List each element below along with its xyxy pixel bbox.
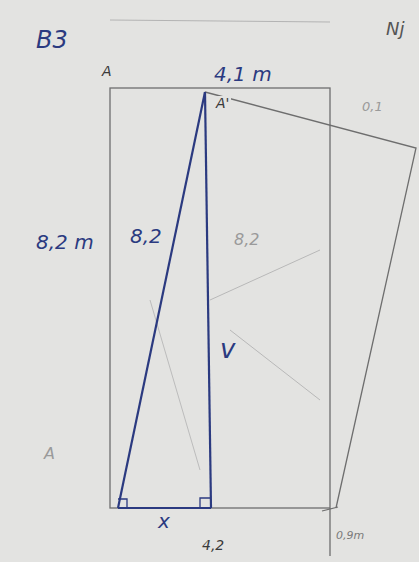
faint-line (230, 330, 320, 400)
base-line (118, 507, 211, 509)
dimension: 4,1 m (212, 64, 274, 85)
dimension: 0,9m (334, 530, 366, 542)
corner-note: Nj (384, 20, 406, 39)
height-line (205, 92, 211, 508)
dimension: 8,2 (128, 226, 164, 247)
faint-line (150, 300, 200, 470)
right-angle-mark (200, 498, 211, 508)
sheet-number: B3 (34, 28, 70, 53)
right-angle-mark (118, 499, 127, 508)
tilted-rectangle (205, 92, 416, 508)
faint-line (210, 250, 320, 300)
faint-dimension: 8,2 (232, 232, 261, 249)
faint-line (110, 20, 330, 22)
faint-point-label: A (42, 446, 57, 463)
tick (322, 507, 338, 511)
rectangle (110, 88, 330, 508)
dimension: 4,2 (200, 538, 226, 553)
variable-label: x (156, 511, 172, 532)
point-label: A (100, 64, 114, 79)
point-label: A' (214, 96, 231, 111)
faint-dimension: 0,1 (360, 100, 385, 114)
dimension: 8,2 m (34, 232, 96, 253)
variable-label: v (218, 336, 237, 363)
hypotenuse (118, 92, 205, 508)
offset-line (329, 508, 330, 556)
